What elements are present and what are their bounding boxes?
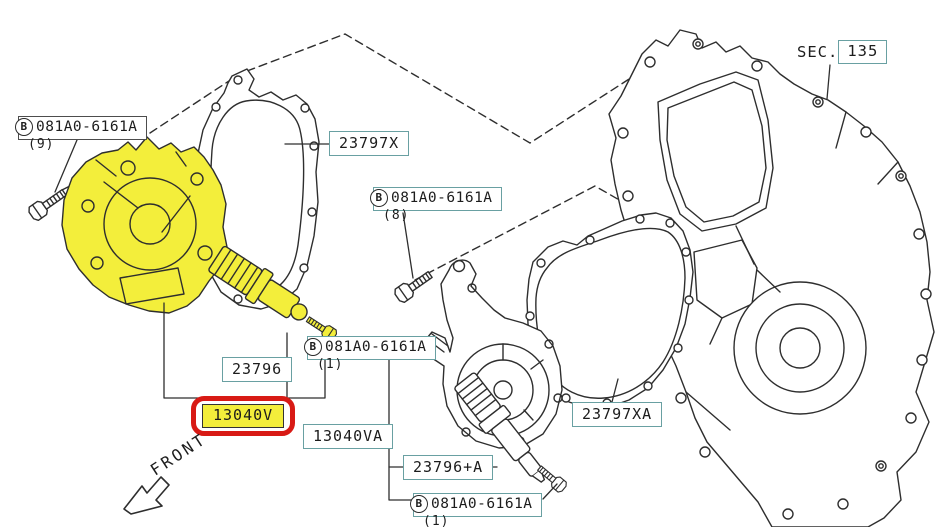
- chain-case-cover-13040va-drawing[interactable]: [422, 259, 563, 449]
- part-number: 081A0-6161A: [431, 495, 533, 512]
- part-number: 13040VA: [313, 427, 384, 445]
- part-number: 23796: [232, 360, 283, 378]
- solenoid-23796a-drawing[interactable]: [451, 370, 555, 491]
- part-number: 081A0-6161A: [391, 189, 493, 206]
- label-23797x[interactable]: 23797X: [329, 131, 410, 156]
- label-13040va[interactable]: 13040VA: [303, 424, 394, 449]
- quantity: (8): [383, 207, 410, 223]
- part-number: 081A0-6161A: [325, 338, 427, 355]
- part-number: 23796+A: [413, 458, 484, 476]
- part-number: 13040V: [213, 406, 274, 424]
- sec-prefix: SEC.: [797, 43, 839, 61]
- label-23797xa[interactable]: 23797XA: [572, 402, 663, 427]
- sec-number: 135: [838, 40, 888, 64]
- part-number: 23797XA: [582, 405, 653, 423]
- label-23796a[interactable]: 23796+A: [403, 455, 494, 480]
- b-prefix-icon: B: [370, 189, 388, 207]
- part-number: 23797X: [339, 134, 400, 152]
- quantity: (1): [317, 356, 344, 372]
- b-prefix-icon: B: [410, 495, 428, 513]
- b-prefix-icon: B: [15, 118, 33, 136]
- front-cover-13040v-highlighted-drawing[interactable]: [61, 136, 228, 314]
- bolt-b9-drawing[interactable]: [27, 186, 69, 222]
- label-23796[interactable]: 23796: [222, 357, 293, 382]
- label-sec-135[interactable]: SEC.135: [797, 40, 888, 64]
- timing-cover-sec135-drawing[interactable]: [608, 29, 935, 527]
- quantity: (9): [28, 136, 55, 152]
- part-number: 081A0-6161A: [36, 118, 138, 135]
- bolt-bottom-drawing[interactable]: [535, 463, 568, 493]
- solenoid-23796-highlighted-drawing[interactable]: [206, 243, 315, 331]
- front-arrow-icon: [123, 476, 170, 515]
- b-prefix-icon: B: [304, 338, 322, 356]
- gasket-23797xa-drawing[interactable]: [525, 212, 694, 409]
- label-13040v-highlighted[interactable]: 13040V: [191, 396, 296, 436]
- bolt-b8-drawing[interactable]: [393, 268, 435, 304]
- quantity: (1): [423, 513, 450, 527]
